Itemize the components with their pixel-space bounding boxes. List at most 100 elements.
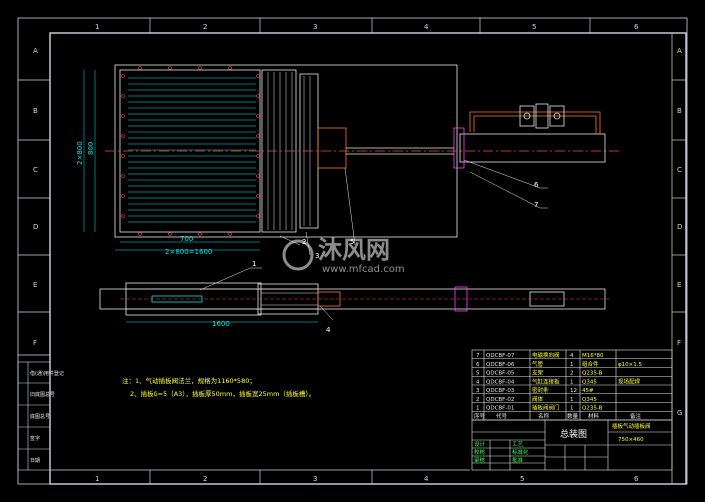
bom-material: 45# xyxy=(582,388,594,394)
row-label: D xyxy=(677,223,682,231)
bom-header-qty: 数量 xyxy=(567,412,579,420)
col-label: 6 xyxy=(634,475,639,483)
bom-name: 气缸连接板 xyxy=(532,377,560,385)
role-label: 工艺 xyxy=(512,441,524,448)
bom-no: 5 xyxy=(476,371,480,377)
watermark-brand: 沐风网 xyxy=(318,236,390,264)
bom-row: 4 QDCBF-04 气缸连接板 1 Q345 现场配焊 xyxy=(476,377,641,385)
bom-qty: 1 xyxy=(570,362,574,368)
bom-qty: 2 xyxy=(570,371,574,377)
row-label: A xyxy=(677,47,682,55)
role-label: 校核 xyxy=(474,448,486,456)
side-tab-label: 借(通)用件登记 xyxy=(30,370,64,377)
bom-code: QDCBF-02 xyxy=(486,397,514,403)
note-line-2: 2、插板δ=5（A3），插板厚50mm，插板宽25mm（插板槽）。 xyxy=(130,389,315,398)
bom-header-row: 序号 代号 名称 数量 材料 备注 xyxy=(474,412,642,420)
bom-row: 6 QDCBF-06 气管 1 组合件 φ10×1.5 xyxy=(476,360,642,368)
col-label: 3 xyxy=(313,23,317,31)
bom-note: φ10×1.5 xyxy=(618,362,642,368)
callout-7: 7 xyxy=(534,201,538,209)
col-label: 2 xyxy=(203,475,207,483)
col-label: 3 xyxy=(313,475,317,483)
col-label: 4 xyxy=(424,23,429,31)
bom-name: 插板阀阀门 xyxy=(532,404,560,412)
bom-code: QDCBF-07 xyxy=(486,353,515,359)
bom-qty: 1 xyxy=(570,379,574,385)
col-label: 5 xyxy=(532,23,536,31)
bom-name: 气管 xyxy=(532,360,544,368)
grid-row-labels-left: A B C D E F xyxy=(33,47,38,347)
col-label: 2 xyxy=(203,23,207,31)
bom-no: 6 xyxy=(476,362,480,368)
bom-qty: 1 xyxy=(570,406,574,412)
row-label: C xyxy=(677,166,682,174)
drawing-title: 总装图 xyxy=(560,428,587,440)
bom-no: 7 xyxy=(476,353,480,359)
bom-no: 1 xyxy=(476,406,480,412)
bom-row: 5 QDCBF-05 支架 2 Q235-B xyxy=(476,369,603,377)
row-label: B xyxy=(677,107,682,115)
title-block-grid xyxy=(471,419,673,471)
bom-code: QDCBF-06 xyxy=(486,362,515,368)
bom-material: M16*80 xyxy=(582,353,604,359)
bom-qty: 4 xyxy=(570,353,574,359)
col-label: 1 xyxy=(95,23,99,31)
dim-left-2: 800 xyxy=(87,142,95,155)
air-pipe xyxy=(469,111,601,134)
bom-qty: 1 xyxy=(570,397,574,403)
row-label: C xyxy=(33,166,38,174)
col-label: 6 xyxy=(634,23,639,31)
bom-no: 4 xyxy=(476,379,480,385)
watermark-url: www.mfcad.com xyxy=(322,264,405,275)
bom-qty: 12 xyxy=(570,388,577,394)
col-label: 5 xyxy=(520,475,524,483)
bom-material: Q235-B xyxy=(582,371,603,377)
row-label: G xyxy=(677,409,682,417)
front-dimensions xyxy=(83,70,260,251)
product-name: 插板气动插板阀 xyxy=(612,422,651,430)
bolt-holes xyxy=(121,66,260,236)
callout-4: 4 xyxy=(326,326,331,334)
bom-name: 密封条 xyxy=(532,386,549,394)
plan-dim-left: 1600 xyxy=(212,320,230,328)
col-label: 1 xyxy=(95,475,99,483)
bom-code: QDCBF-01 xyxy=(486,406,514,412)
bom-no: 3 xyxy=(476,388,480,394)
grid-column-labels-bottom: 1 2 3 4 5 6 xyxy=(95,475,639,483)
bom-material: 组合件 xyxy=(582,360,599,368)
bom-header-name: 名称 xyxy=(538,412,550,420)
side-tab-label: 旧底图总号 xyxy=(30,391,55,398)
scale-text: 750×460 xyxy=(618,437,644,443)
bom-name: 阀体 xyxy=(532,395,544,403)
callout-5: 5 xyxy=(350,238,354,246)
row-label: F xyxy=(677,339,681,347)
callout-3: 3 xyxy=(315,252,319,260)
grid-row-labels-right: A B C D E F G xyxy=(677,47,682,417)
dim-bottom-2: 2×800=1600 xyxy=(165,248,212,256)
bom-header-code: 代号 xyxy=(496,412,508,420)
row-label: E xyxy=(33,281,37,289)
callout-1: 1 xyxy=(252,260,256,268)
bom-header-note: 备注 xyxy=(630,412,642,420)
bom-header-material: 材料 xyxy=(588,412,600,420)
bom-code: QDCBF-05 xyxy=(486,371,515,377)
dim-left-1: 2×800 xyxy=(76,141,84,165)
role-label: 批准 xyxy=(512,456,524,464)
cylinder-front xyxy=(346,127,606,169)
row-label: B xyxy=(33,107,38,115)
role-label: 设计 xyxy=(474,440,486,448)
bom-material: Q235-B xyxy=(582,406,603,412)
bom-row: 2 QDCBF-02 阀体 1 Q345 xyxy=(476,395,597,403)
note-line-1: 注：1、气动插板阀法兰，规格为1160*580； xyxy=(122,376,256,385)
bom-row: 1 QDCBF-01 插板阀阀门 1 Q235-B xyxy=(476,404,603,412)
bom-row: 7 QDCBF-07 电磁换向阀 4 M16*80 xyxy=(476,351,604,359)
solenoid-valve-front xyxy=(519,103,565,129)
dim-bottom-1: 700 xyxy=(180,235,193,243)
row-label: D xyxy=(33,223,38,231)
row-label: E xyxy=(677,281,681,289)
side-registration-tabs xyxy=(17,361,51,471)
row-label: F xyxy=(33,339,37,347)
bom-note: 现场配焊 xyxy=(618,377,641,385)
blade-slats xyxy=(128,77,256,223)
